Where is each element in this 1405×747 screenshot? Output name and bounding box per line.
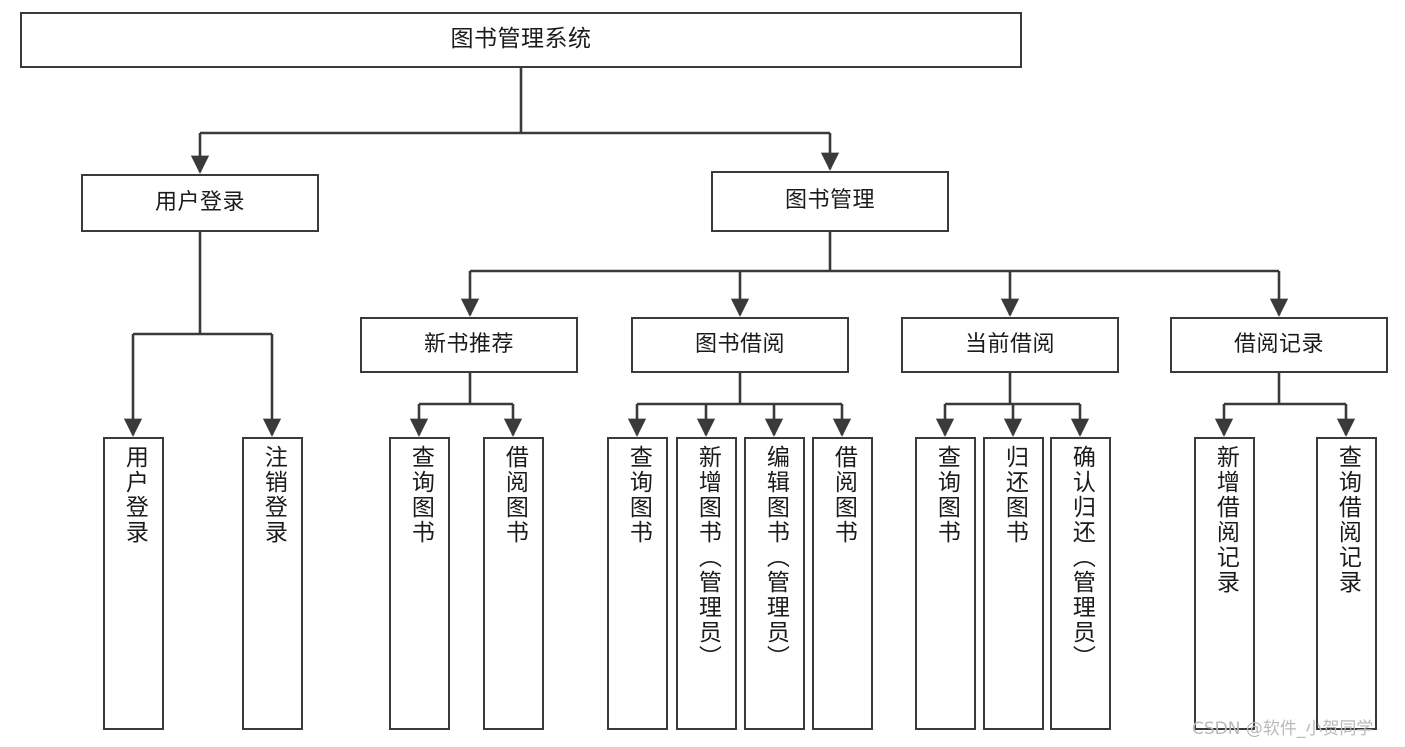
node-leaf-edit-book-label: 编辑图书（管理员） <box>762 445 789 670</box>
csdn-watermark: CSDN @软件_小贺同学 <box>1192 719 1374 739</box>
node-leaf-user-login[interactable]: 用户登录 <box>103 437 164 730</box>
node-current-borrow[interactable]: 当前借阅 <box>901 317 1119 373</box>
node-leaf-query-record-label: 查询借阅记录 <box>1334 445 1361 595</box>
node-borrow-record-label: 借阅记录 <box>1233 331 1324 357</box>
node-leaf-borrow-book-2[interactable]: 借阅图书 <box>812 437 873 730</box>
node-leaf-return-book[interactable]: 归还图书 <box>983 437 1044 730</box>
node-leaf-user-login-label: 用户登录 <box>121 445 148 545</box>
node-leaf-borrow-book-2-label: 借阅图书 <box>830 445 857 545</box>
node-leaf-query-book-2-label: 查询图书 <box>625 445 652 545</box>
node-new-book-rec[interactable]: 新书推荐 <box>360 317 578 373</box>
node-leaf-confirm-return-label: 确认归还（管理员） <box>1068 445 1095 670</box>
node-root[interactable]: 图书管理系统 <box>20 12 1022 68</box>
node-leaf-query-book-1[interactable]: 查询图书 <box>389 437 450 730</box>
node-leaf-add-book-label: 新增图书（管理员） <box>694 445 721 670</box>
node-leaf-edit-book[interactable]: 编辑图书（管理员） <box>744 437 805 730</box>
node-book-manage[interactable]: 图书管理 <box>711 171 949 232</box>
node-leaf-query-book-3-label: 查询图书 <box>933 445 960 545</box>
node-user-login-label: 用户登录 <box>154 189 245 215</box>
node-borrow-record[interactable]: 借阅记录 <box>1170 317 1388 373</box>
node-user-login[interactable]: 用户登录 <box>81 174 319 232</box>
node-leaf-borrow-book-1-label: 借阅图书 <box>501 445 528 545</box>
node-leaf-borrow-book-1[interactable]: 借阅图书 <box>483 437 544 730</box>
node-leaf-return-book-label: 归还图书 <box>1001 445 1028 545</box>
node-leaf-logout-label: 注销登录 <box>260 445 287 545</box>
node-current-borrow-label: 当前借阅 <box>964 331 1055 357</box>
node-leaf-confirm-return[interactable]: 确认归还（管理员） <box>1050 437 1111 730</box>
node-leaf-add-record-label: 新增借阅记录 <box>1212 445 1239 595</box>
node-leaf-logout[interactable]: 注销登录 <box>242 437 303 730</box>
node-book-manage-label: 图书管理 <box>784 188 875 214</box>
node-book-borrow[interactable]: 图书借阅 <box>631 317 849 373</box>
node-leaf-query-book-1-label: 查询图书 <box>407 445 434 545</box>
node-leaf-add-record[interactable]: 新增借阅记录 <box>1194 437 1255 730</box>
node-leaf-query-book-2[interactable]: 查询图书 <box>607 437 668 730</box>
node-leaf-add-book[interactable]: 新增图书（管理员） <box>676 437 737 730</box>
node-leaf-query-record[interactable]: 查询借阅记录 <box>1316 437 1377 730</box>
node-book-borrow-label: 图书借阅 <box>694 331 785 357</box>
node-leaf-query-book-3[interactable]: 查询图书 <box>915 437 976 730</box>
node-new-book-rec-label: 新书推荐 <box>423 331 514 357</box>
node-root-label: 图书管理系统 <box>450 26 592 53</box>
